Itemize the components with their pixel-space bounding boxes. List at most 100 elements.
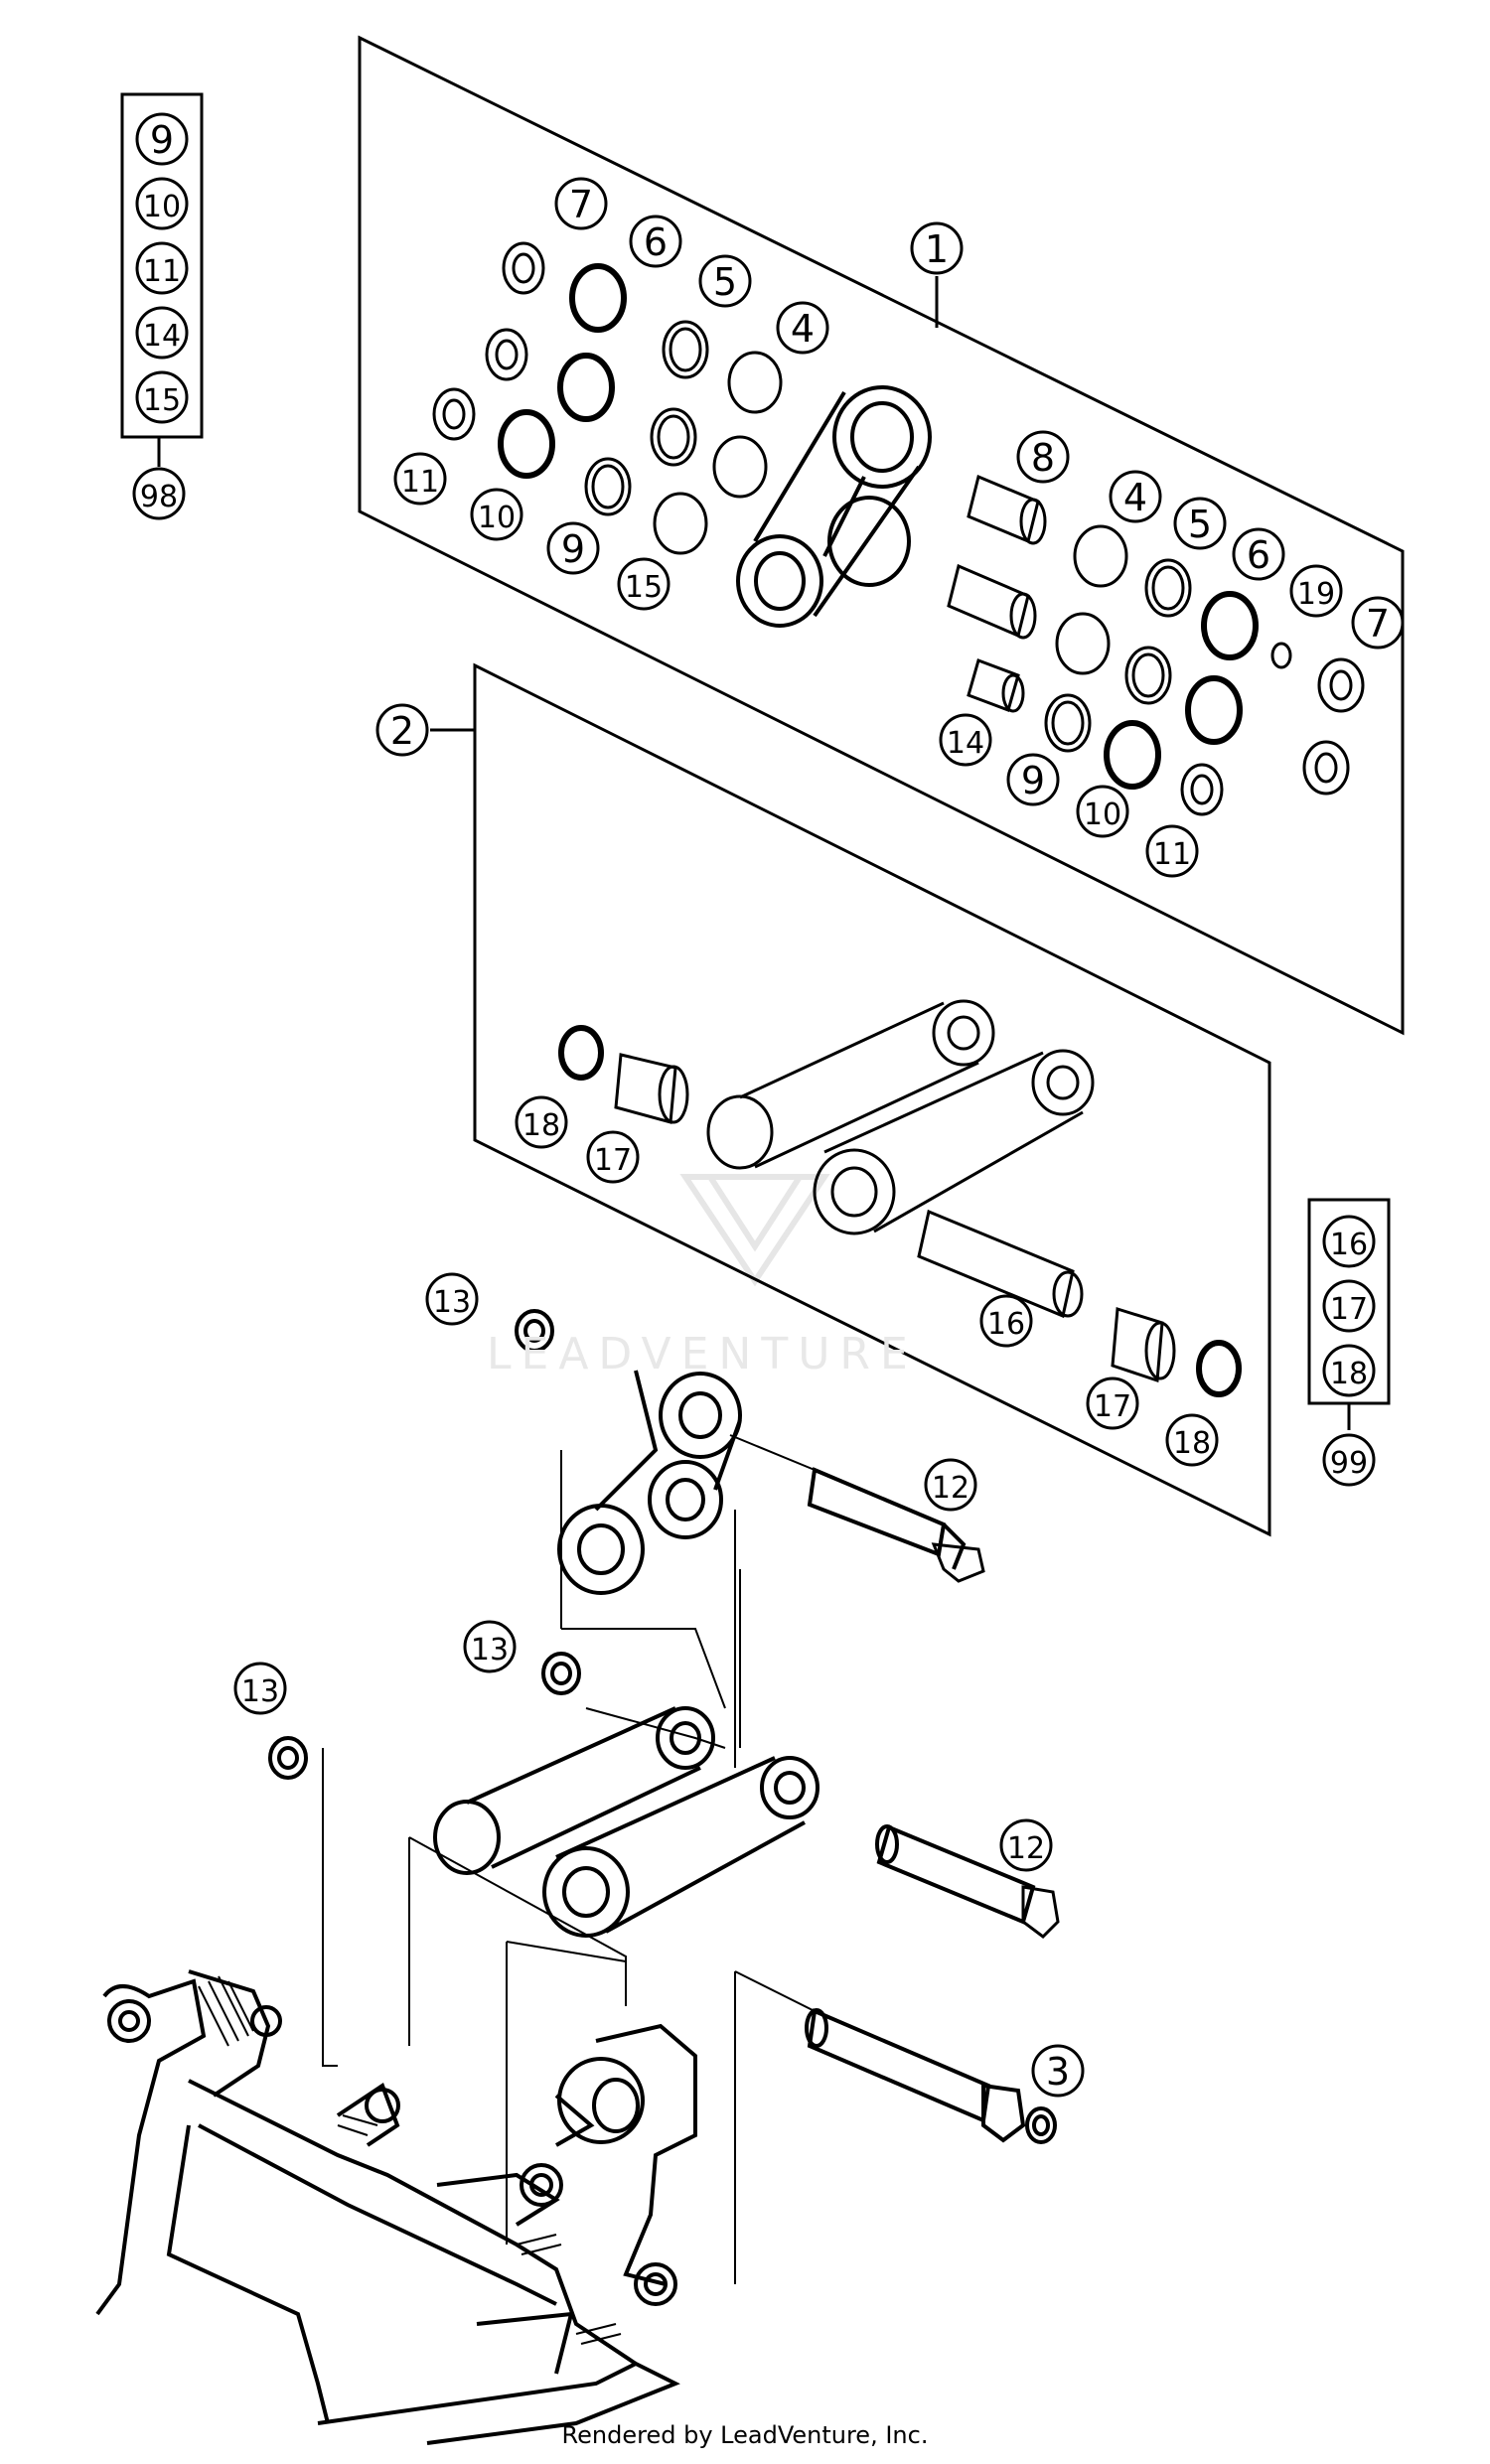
callout-15: 15 xyxy=(617,557,670,611)
kit-99-item-16-label: 16 xyxy=(1330,1228,1368,1262)
callout-16: 16 xyxy=(979,1294,1033,1348)
callout-3: 3 xyxy=(1031,2044,1085,2098)
kit-1-linkage-lever xyxy=(736,385,932,628)
callout-7a: 7 xyxy=(554,177,608,230)
callout-19: 19 xyxy=(1289,564,1343,618)
callout-13a: 13 xyxy=(425,1272,479,1326)
callout-4a-label: 4 xyxy=(791,307,815,351)
callout-4a: 4 xyxy=(776,301,829,355)
callout-13b: 13 xyxy=(463,1620,517,1673)
kit-98-item-11-label: 11 xyxy=(143,254,181,289)
callout-13a-label: 13 xyxy=(433,1285,471,1320)
frame-section xyxy=(95,1969,697,2445)
kit-98-item-10-label: 10 xyxy=(143,190,181,224)
callout-5a-label: 5 xyxy=(713,260,737,304)
callout-6b-label: 6 xyxy=(1247,533,1270,577)
kit-99-item-16: 16 xyxy=(1322,1215,1376,1268)
callout-13c: 13 xyxy=(233,1662,287,1715)
callout-9b-label: 9 xyxy=(1021,759,1045,802)
callout-2-label: 2 xyxy=(390,709,414,753)
callout-12b: 12 xyxy=(999,1818,1053,1872)
callout-4b-label: 4 xyxy=(1123,476,1147,519)
watermark-text: LEADVENTURE xyxy=(487,1329,918,1379)
callout-15-label: 15 xyxy=(625,570,663,605)
kit-99-item-18-label: 18 xyxy=(1330,1357,1368,1391)
kit-98-item-11: 11 xyxy=(135,241,189,295)
callout-18b: 18 xyxy=(1165,1413,1219,1467)
kit-99-callout: 99 xyxy=(1322,1433,1376,1487)
pivot-bolt-3 xyxy=(805,2008,1057,2144)
kit-98-item-9-label: 9 xyxy=(150,118,174,162)
callout-11b: 11 xyxy=(1145,824,1199,878)
callout-9a: 9 xyxy=(546,521,600,575)
callout-12a-label: 12 xyxy=(932,1471,969,1506)
kit-1-left-seals xyxy=(432,241,783,555)
callout-18a: 18 xyxy=(515,1095,568,1149)
callout-18b-label: 18 xyxy=(1173,1426,1211,1461)
callout-17b-label: 17 xyxy=(1094,1389,1131,1424)
callout-7b-label: 7 xyxy=(1366,602,1390,646)
kit-98-item-10: 10 xyxy=(135,177,189,230)
kit-98-item-9: 9 xyxy=(135,112,189,166)
kit-99-callout-label: 99 xyxy=(1330,1446,1368,1481)
render-credit: Rendered by LeadVenture, Inc. xyxy=(561,2421,929,2449)
lower-linkage-lever xyxy=(268,1652,1060,1939)
callouts: 1 2 3 4 4 5 5 6 6 7 7 8 9 9 10 10 11 11 … xyxy=(132,112,1405,2098)
callout-7a-label: 7 xyxy=(569,183,593,226)
callout-8: 8 xyxy=(1016,430,1070,484)
callout-11a: 11 xyxy=(393,452,447,506)
frame-hatching xyxy=(198,1975,622,2345)
callout-9b: 9 xyxy=(1006,753,1060,806)
kit-98-callout-label: 98 xyxy=(140,480,178,514)
callout-5b-label: 5 xyxy=(1188,503,1212,546)
callout-10b: 10 xyxy=(1076,785,1129,838)
callout-17b: 17 xyxy=(1086,1377,1139,1430)
kit-98-item-15-label: 15 xyxy=(143,383,181,418)
callout-3-label: 3 xyxy=(1046,2050,1070,2094)
callout-6b: 6 xyxy=(1232,527,1285,581)
callout-5b: 5 xyxy=(1173,497,1227,550)
callout-4b: 4 xyxy=(1109,470,1162,523)
kit-1-right-parts xyxy=(947,474,1365,816)
kit-99-item-18: 18 xyxy=(1322,1344,1376,1397)
kit-99-box xyxy=(1307,1198,1391,1430)
kit-98-callout: 98 xyxy=(132,467,186,520)
callout-11b-label: 11 xyxy=(1153,837,1191,872)
callout-19-label: 19 xyxy=(1297,577,1335,612)
callout-5a: 5 xyxy=(698,254,752,308)
callout-6a-label: 6 xyxy=(644,220,668,264)
callout-12b-label: 12 xyxy=(1007,1831,1045,1866)
kit-98-item-14: 14 xyxy=(135,306,189,360)
callout-10a-label: 10 xyxy=(478,501,516,535)
callout-14-label: 14 xyxy=(947,726,984,761)
assembly-leader-lines xyxy=(322,1450,816,2284)
callout-8-label: 8 xyxy=(1031,436,1055,480)
kit-2-parts xyxy=(558,999,1242,1397)
callout-1-label: 1 xyxy=(925,227,949,271)
kit-98-item-14-label: 14 xyxy=(143,319,181,354)
callout-13c-label: 13 xyxy=(241,1674,279,1709)
callout-17a-label: 17 xyxy=(594,1143,632,1178)
lower-link-assembly xyxy=(515,1309,985,1595)
callout-7b: 7 xyxy=(1351,596,1405,650)
callout-10a: 10 xyxy=(470,488,523,541)
callout-12a: 12 xyxy=(924,1458,977,1512)
callout-17a: 17 xyxy=(586,1130,640,1184)
callout-14: 14 xyxy=(939,713,992,767)
kit-99-item-17: 17 xyxy=(1322,1279,1376,1333)
callout-1: 1 xyxy=(910,221,964,275)
callout-2: 2 xyxy=(375,703,429,757)
callout-6a: 6 xyxy=(629,215,682,268)
callout-leaders xyxy=(430,276,939,750)
callout-9a-label: 9 xyxy=(561,527,585,571)
kit-1-panel xyxy=(358,35,1405,1036)
callout-13b-label: 13 xyxy=(471,1633,509,1667)
callout-18a-label: 18 xyxy=(522,1108,560,1143)
callout-16-label: 16 xyxy=(987,1307,1025,1342)
callout-10b-label: 10 xyxy=(1084,797,1121,832)
kit-2-panel xyxy=(473,662,1271,1537)
kit-98-box xyxy=(120,92,204,467)
kit-99-item-17-label: 17 xyxy=(1330,1292,1368,1327)
